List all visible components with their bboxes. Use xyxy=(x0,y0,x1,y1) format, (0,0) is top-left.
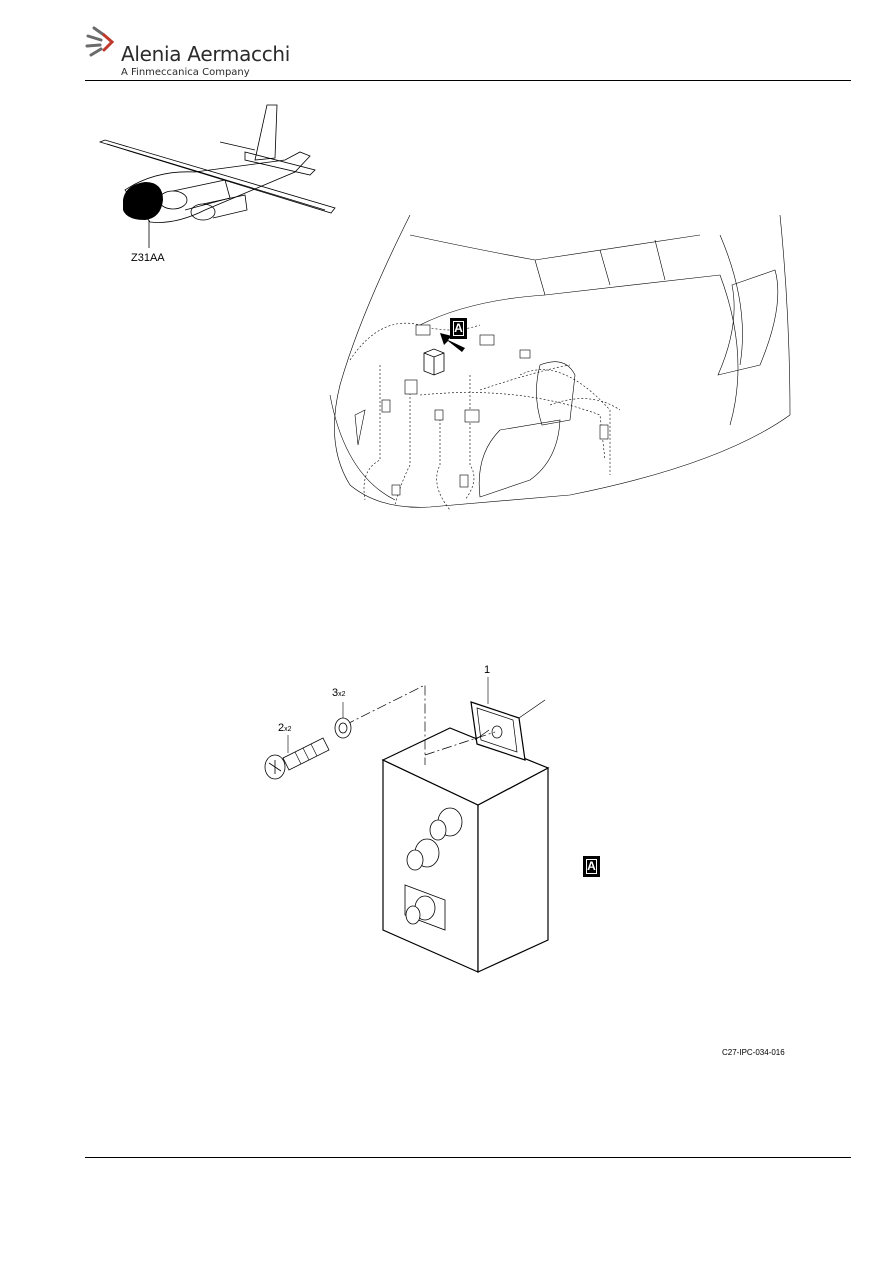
nose-section-illustration xyxy=(329,214,791,511)
view-arrow xyxy=(440,333,465,352)
company-name: Alenia Aermacchi xyxy=(121,42,291,66)
callout-item-2-qty: x2 xyxy=(284,726,292,733)
callout-item-2: 2x2 xyxy=(278,722,292,734)
nose-zone-highlight xyxy=(123,182,163,220)
footer-divider xyxy=(85,1157,851,1158)
aircraft-locator-illustration xyxy=(98,104,336,248)
callout-item-3-qty: x2 xyxy=(338,691,346,698)
zone-label: Z31AA xyxy=(131,252,165,264)
view-tag-detail: A xyxy=(583,856,600,877)
view-tag-top: A xyxy=(450,318,467,339)
callout-item-1: 1 xyxy=(484,664,491,676)
company-logo-icon xyxy=(85,26,115,57)
company-tagline: A Finmeccanica Company xyxy=(121,67,250,78)
callout-item-3-number: 3 xyxy=(332,687,339,699)
figure-reference-code: C27-IPC-034-016 xyxy=(722,1048,785,1057)
callout-item-3: 3x2 xyxy=(332,687,346,699)
callout-item-2-number: 2 xyxy=(278,722,285,734)
detail-a-illustration xyxy=(264,677,550,973)
header-divider xyxy=(85,80,851,81)
